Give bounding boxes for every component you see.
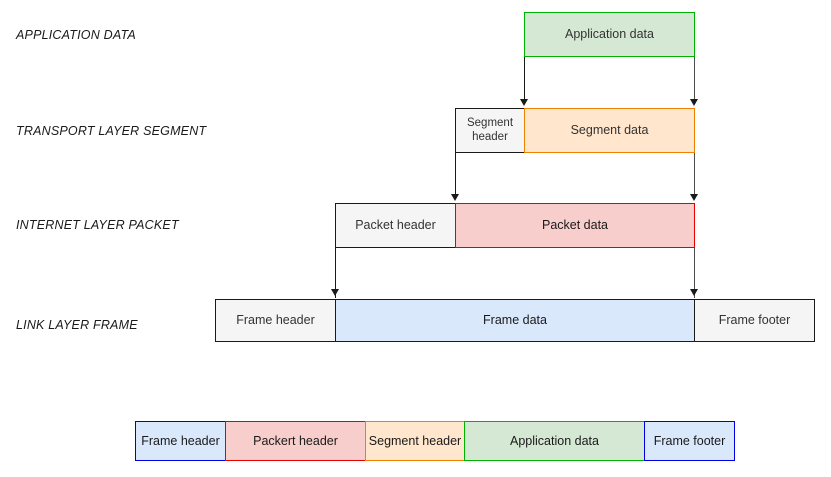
packet-header-box: Packet header [335,203,456,248]
connector-segment-left-line [455,153,456,199]
segment-data-box: Segment data [524,108,695,153]
connector-app-right-arrow [690,99,698,106]
connector-app-right-line [694,57,695,104]
application-data-box: Application data [524,12,695,57]
connector-packet-left-arrow [331,289,339,296]
frame-data-label: Frame data [483,313,547,328]
segment-header-box: Segment header [455,108,525,153]
connector-packet-right-arrow [690,289,698,296]
legend-frame-footer-label: Frame footer [653,434,726,448]
frame-footer-label: Frame footer [718,313,791,328]
legend-frame-header-box: Frame header [135,421,226,461]
packet-header-label: Packet header [355,218,436,233]
connector-segment-left-arrow [451,194,459,201]
legend-frame-header-label: Frame header [141,434,220,448]
segment-data-label: Segment data [570,123,649,138]
application-data-label: Application data [565,27,654,42]
row-label-link-layer-frame: LINK LAYER FRAME [16,318,138,332]
row-label-internet-layer-packet: INTERNET LAYER PACKET [16,218,179,232]
row-label-transport-layer-segment: TRANSPORT LAYER SEGMENT [16,124,207,138]
segment-header-label: Segment header [466,117,514,143]
connector-app-left-line [524,57,525,104]
connector-app-left-arrow [520,99,528,106]
frame-header-box: Frame header [215,299,336,342]
legend-segment-header-box: Segment header [365,421,465,461]
connector-packet-left-line [335,248,336,298]
packet-data-label: Packet data [541,218,608,233]
legend-packert-header-label: Packert header [253,434,338,448]
legend-application-data-box: Application data [464,421,645,461]
packet-data-box: Packet data [455,203,695,248]
legend-segment-header-label: Segment header [368,434,462,448]
row-label-application-data: APPLICATION DATA [16,28,136,42]
legend-application-data-label: Application data [510,434,599,448]
connector-packet-right-line [694,248,695,298]
legend-frame-footer-box: Frame footer [644,421,735,461]
connector-segment-right-line [694,153,695,199]
frame-data-box: Frame data [335,299,695,342]
connector-segment-right-arrow [690,194,698,201]
legend-packert-header-box: Packert header [225,421,366,461]
frame-footer-box: Frame footer [694,299,815,342]
frame-header-label: Frame header [236,313,315,328]
